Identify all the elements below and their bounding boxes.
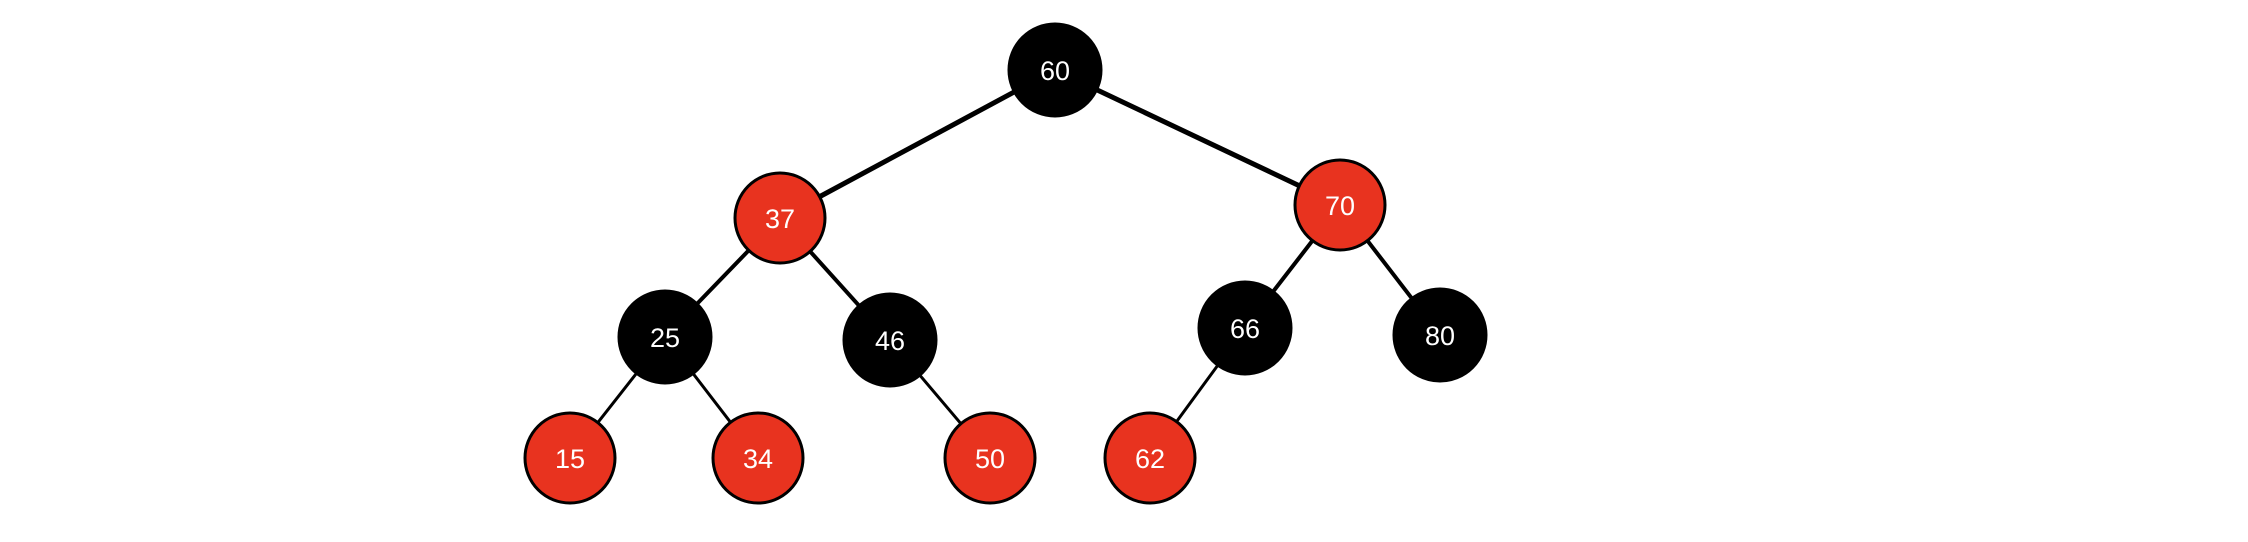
- tree-edge-37-46: [807, 248, 862, 308]
- tree-edge-25-34: [691, 371, 733, 425]
- tree-edge-60-70: [1094, 87, 1303, 189]
- tree-edge-70-66: [1270, 237, 1316, 294]
- node-circle-red: [943, 411, 1037, 505]
- tree-edge-66-62: [1174, 363, 1220, 425]
- node-circle-red: [523, 411, 617, 505]
- node-circle-black: [1392, 287, 1488, 383]
- tree-node-66[interactable]: 66: [1197, 280, 1293, 376]
- tree-node-34[interactable]: 34: [711, 411, 805, 505]
- tree-node-50[interactable]: 50: [943, 411, 1037, 505]
- node-circle-black: [842, 292, 938, 388]
- tree-node-62[interactable]: 62: [1103, 411, 1197, 505]
- tree-node-46[interactable]: 46: [842, 292, 938, 388]
- tree-edge-37-25: [694, 247, 752, 307]
- tree-node-70[interactable]: 70: [1293, 158, 1387, 252]
- node-circle-black: [1007, 22, 1103, 118]
- tree-node-25[interactable]: 25: [617, 289, 713, 385]
- node-circle-black: [1197, 280, 1293, 376]
- tree-node-37[interactable]: 37: [733, 171, 827, 265]
- tree-edge-25-15: [595, 371, 639, 426]
- node-circle-black: [617, 289, 713, 385]
- node-circle-red: [711, 411, 805, 505]
- tree-edges-group: [595, 87, 1415, 427]
- tree-edge-70-80: [1364, 237, 1415, 301]
- tree-node-60[interactable]: 60: [1007, 22, 1103, 118]
- tree-node-80[interactable]: 80: [1392, 287, 1488, 383]
- node-circle-red: [733, 171, 827, 265]
- node-circle-red: [1293, 158, 1387, 252]
- node-circle-red: [1103, 411, 1197, 505]
- tree-edge-60-37: [816, 89, 1017, 200]
- tree-node-15[interactable]: 15: [523, 411, 617, 505]
- tree-edge-46-50: [917, 373, 964, 427]
